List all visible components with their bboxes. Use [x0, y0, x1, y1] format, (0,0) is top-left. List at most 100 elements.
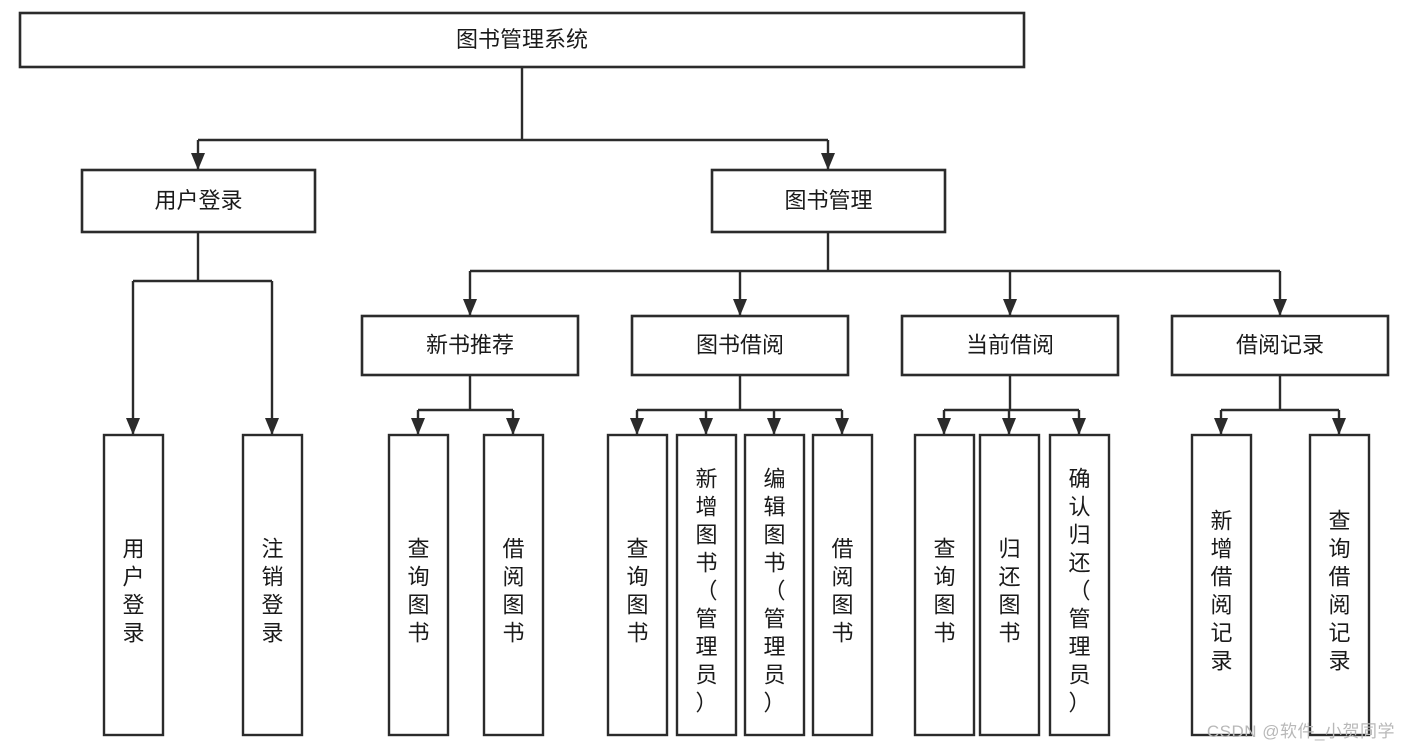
node-label-char: 图	[695, 523, 717, 548]
node-label-char: 增	[695, 495, 717, 520]
node-box[interactable]	[606, 433, 669, 737]
node-box[interactable]	[241, 433, 304, 737]
node-label-char: 书	[998, 621, 1020, 646]
node-box[interactable]	[360, 314, 580, 377]
node-label-char: 理	[1068, 635, 1090, 660]
node-box[interactable]	[900, 314, 1120, 377]
arrow-head	[937, 418, 951, 435]
arrow-head	[265, 418, 279, 435]
node-label-char: （	[763, 579, 785, 604]
node-label-char: 书	[502, 621, 524, 646]
node-label-char: 注	[261, 537, 283, 562]
node-box[interactable]	[1190, 433, 1253, 737]
node-label: 图书管理	[784, 188, 872, 213]
node-label-char: ）	[1068, 691, 1090, 716]
node-label-char: 归	[1068, 523, 1090, 548]
node-label-char: （	[1068, 579, 1090, 604]
node-label-char: 归	[998, 537, 1020, 562]
arrow-head	[126, 418, 140, 435]
node-label: 图书管理系统	[456, 27, 588, 52]
node-label-char: 增	[1210, 537, 1232, 562]
node-label-char: 新	[695, 467, 717, 492]
node-box[interactable]	[1308, 433, 1371, 737]
node-label: 当前借阅	[966, 332, 1054, 357]
node-label-char: 阅	[502, 565, 524, 590]
node-label-char: 理	[763, 635, 785, 660]
arrow-head	[699, 418, 713, 435]
node-box[interactable]	[811, 433, 874, 737]
node-label-char: 还	[998, 565, 1020, 590]
node-label-char: ）	[695, 691, 717, 716]
node-label-char: 员	[695, 663, 717, 688]
node-book-borrow[interactable]: 图书借阅	[630, 314, 850, 377]
node-box[interactable]	[482, 433, 545, 737]
node-label-char: 管	[1068, 607, 1090, 632]
node-label-char: 员	[763, 663, 785, 688]
node-box[interactable]	[1048, 433, 1111, 737]
node-label-char: 图	[998, 593, 1020, 618]
node-label-char: 阅	[1328, 593, 1350, 618]
node-leaf-user-login[interactable]: 用户登录	[102, 433, 165, 737]
node-label-char: 书	[831, 621, 853, 646]
node-label-char: 查	[1328, 509, 1350, 534]
node-label-char: 记	[1210, 621, 1232, 646]
node-current-borrow[interactable]: 当前借阅	[900, 314, 1120, 377]
node-label-char: 管	[695, 607, 717, 632]
node-label-char: 图	[763, 523, 785, 548]
node-box[interactable]	[18, 11, 1026, 69]
node-label-char: 用	[122, 537, 144, 562]
node-box[interactable]	[978, 433, 1041, 737]
node-box[interactable]	[387, 433, 450, 737]
node-box[interactable]	[1170, 314, 1390, 377]
node-label-char: 管	[763, 607, 785, 632]
node-label-char: 销	[261, 565, 283, 590]
node-label-char: 录	[1210, 649, 1232, 674]
node-label-char: 图	[933, 593, 955, 618]
node-label-char: 书	[695, 551, 717, 576]
node-boxes-layer: 图书管理系统用户登录图书管理新书推荐图书借阅当前借阅借阅记录用户登录注销登录查询…	[18, 11, 1390, 737]
node-user-login[interactable]: 用户登录	[80, 168, 317, 234]
connector-lines-layer	[126, 67, 1346, 435]
node-box[interactable]	[675, 433, 738, 737]
arrow-head	[411, 418, 425, 435]
node-label-char: 借	[1210, 565, 1232, 590]
node-box[interactable]	[913, 433, 976, 737]
node-label-char: 录	[1328, 649, 1350, 674]
node-label-char: 借	[1328, 565, 1350, 590]
node-label-char: 录	[261, 621, 283, 646]
node-box[interactable]	[710, 168, 947, 234]
node-borrow-record[interactable]: 借阅记录	[1170, 314, 1390, 377]
node-box[interactable]	[102, 433, 165, 737]
node-label-char: 查	[626, 537, 648, 562]
arrow-head	[191, 153, 205, 170]
node-label-char: 书	[763, 551, 785, 576]
node-book-manage[interactable]: 图书管理	[710, 168, 947, 234]
node-root[interactable]: 图书管理系统	[18, 11, 1026, 69]
node-label-char: 图	[626, 593, 648, 618]
node-new-book-recommend[interactable]: 新书推荐	[360, 314, 580, 377]
node-label-char: 录	[122, 621, 144, 646]
node-label-char: 登	[122, 593, 144, 618]
node-box[interactable]	[630, 314, 850, 377]
node-label-char: 查	[407, 537, 429, 562]
node-box[interactable]	[80, 168, 317, 234]
arrow-head	[1072, 418, 1086, 435]
arrow-head	[733, 299, 747, 316]
node-label-char: 阅	[831, 565, 853, 590]
node-box[interactable]	[743, 433, 806, 737]
node-label-char: （	[695, 579, 717, 604]
